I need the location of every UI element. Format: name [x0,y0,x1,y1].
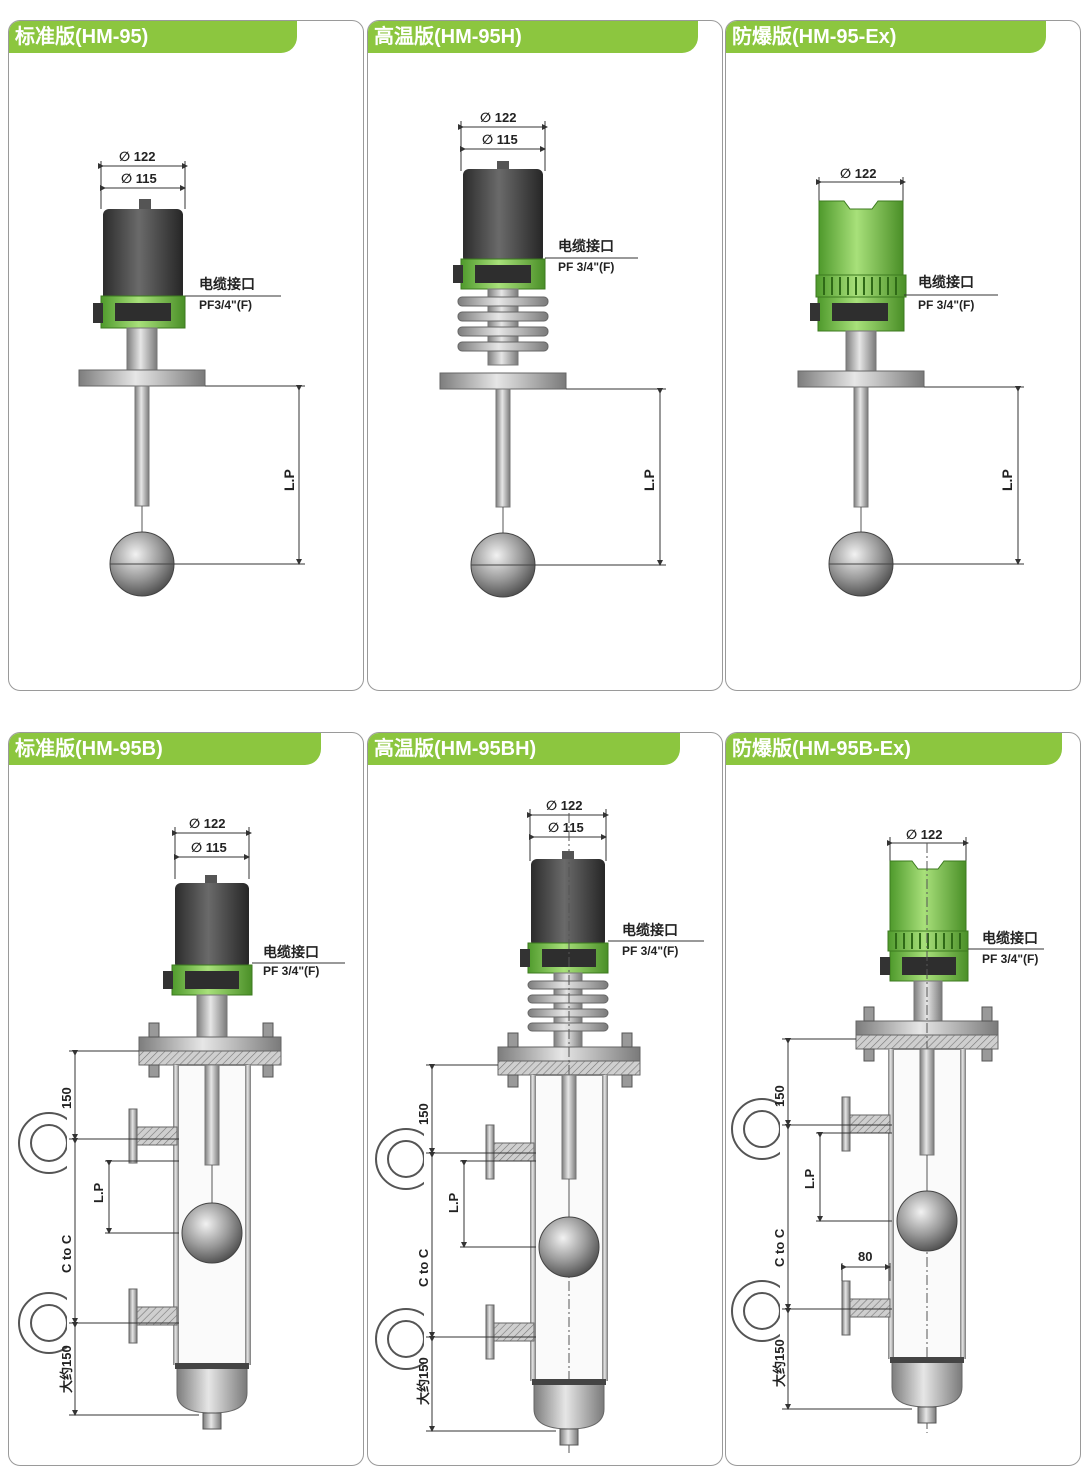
lp-label: L.P [641,469,657,491]
panel-title: 高温版(HM-95BH) [368,733,680,765]
c-to-c: C to C [416,1248,431,1287]
dim-80: 80 [858,1249,872,1264]
panel-title: 标准版(HM-95B) [9,733,321,765]
dim-150-bottom: 大约150 [416,1357,431,1405]
lp-label: L.P [91,1182,106,1203]
cable-spec: PF 3/4"(F) [263,964,319,978]
hm95h-drawing: ∅ 122 ∅ 115 电缆接口 PF 3/4"(F) L.P [439,110,666,598]
dim-150-bottom: 大约150 [59,1345,74,1393]
dim-outer-122: ∅ 122 [546,798,582,813]
hm95bh-drawing: ∅ 122 ∅ 115 电缆接口 PF 3/4"(F) [375,798,704,1453]
cable-label: 电缆接口 [263,944,319,960]
panel-hm95h: 高温版(HM-95H) ∅ 122 ∅ 115 电缆接口 PF 3/4"(F) [367,20,723,691]
dim-inner-115: ∅ 115 [191,840,227,855]
panel-hm95bh: 高温版(HM-95BH) ∅ 122 ∅ 115 电缆接口 PF 3/4"(F) [367,732,723,1466]
dim-outer-122: ∅ 122 [119,149,155,164]
panel-hm95b: 标准版(HM-95B) ∅ 122 ∅ 115 电缆接口 PF 3/4"(F) [8,732,364,1466]
panel-title: 高温版(HM-95H) [368,21,698,53]
cable-spec: PF 3/4"(F) [622,944,678,958]
c-to-c: C to C [59,1234,74,1273]
cable-label: 电缆接口 [199,276,255,292]
dim-outer-122: ∅ 122 [480,110,516,125]
panel-hm95ex: 防爆版(HM-95-Ex) ∅ 122 电缆接口 PF 3/4"(F) [725,20,1081,691]
dim-outer-122: ∅ 122 [840,166,876,181]
cable-spec: PF 3/4"(F) [558,260,614,274]
dim-150-top: 150 [59,1087,74,1109]
cable-label: 电缆接口 [558,238,614,254]
hm95-drawing: ∅ 122 ∅ 115 电缆接口 PF3/4"(F) L.P [78,149,305,597]
dim-outer-122: ∅ 122 [189,816,225,831]
dim-inner-115: ∅ 115 [548,820,584,835]
cable-label: 电缆接口 [982,930,1038,946]
hm95b-drawing: ∅ 122 ∅ 115 电缆接口 PF 3/4"(F) [18,816,345,1430]
dim-150-top: 150 [772,1085,787,1107]
dim-150-bottom: 大约150 [772,1339,787,1387]
lp-label: L.P [446,1192,461,1213]
panel-title: 标准版(HM-95) [9,21,297,53]
panel-hm95bex: 防爆版(HM-95B-Ex) ∅ 122 电缆接口 PF 3/4"(F) [725,732,1081,1466]
cable-label: 电缆接口 [622,922,678,938]
c-to-c: C to C [772,1228,787,1267]
dim-outer-122: ∅ 122 [906,827,942,842]
panel-title: 防爆版(HM-95B-Ex) [726,733,1062,765]
dim-inner-115: ∅ 115 [482,132,518,147]
cable-spec: PF 3/4"(F) [918,298,974,312]
lp-label: L.P [999,469,1015,491]
lp-label: L.P [802,1168,817,1189]
cable-spec: PF 3/4"(F) [982,952,1038,966]
cable-label: 电缆接口 [918,274,974,290]
lp-label: L.P [281,469,297,491]
hm95bex-drawing: ∅ 122 电缆接口 PF 3/4"(F) [731,827,1044,1433]
panel-hm95: 标准版(HM-95) ∅ 122 ∅ 115 电缆接口 PF3/4"(F) L.… [8,20,364,691]
dim-inner-115: ∅ 115 [121,171,157,186]
hm95ex-drawing: ∅ 122 电缆接口 PF 3/4"(F) L.P [797,166,1024,597]
cable-spec: PF3/4"(F) [199,298,252,312]
dim-150-top: 150 [416,1103,431,1125]
panel-title: 防爆版(HM-95-Ex) [726,21,1046,53]
